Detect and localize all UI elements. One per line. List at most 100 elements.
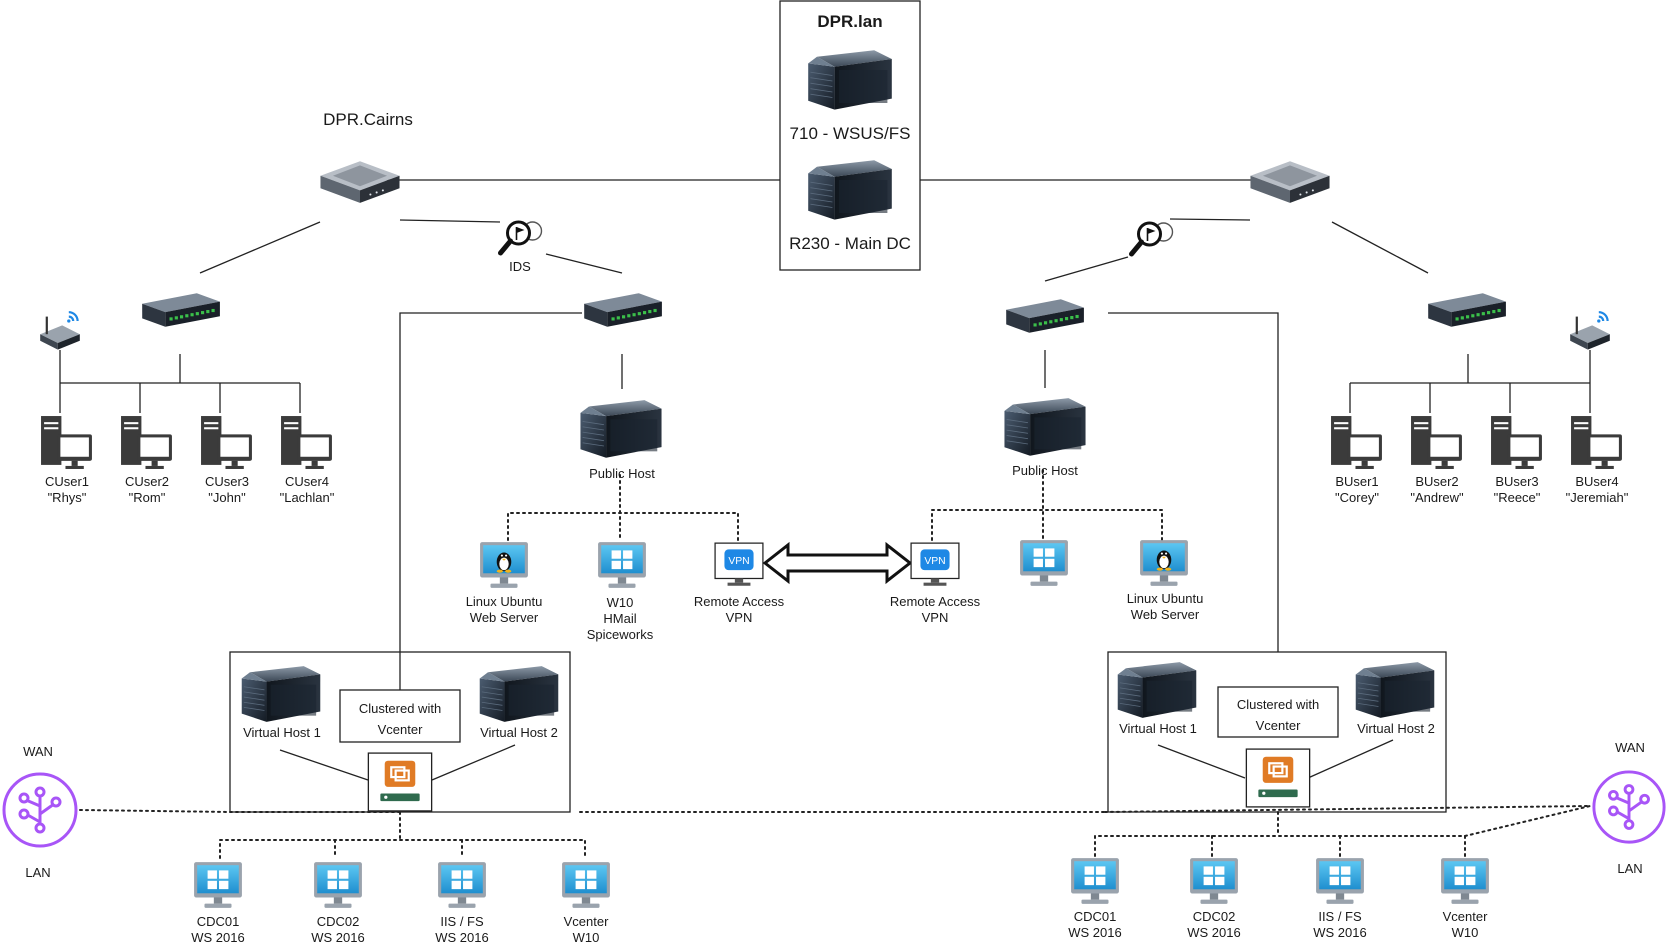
- wan-icon: [2, 772, 78, 848]
- windows-monitor-icon: [598, 542, 646, 588]
- user-alias: "Jeremiah": [1566, 490, 1629, 505]
- lan-label: LAN: [25, 865, 50, 880]
- vm-label: Web Server: [1131, 607, 1200, 622]
- server-r230-icon: [807, 159, 893, 221]
- windows-monitor-icon: [1441, 858, 1489, 904]
- user-name: BUser3: [1495, 474, 1538, 489]
- vm-label: VPN: [726, 610, 753, 625]
- user-name: CUser1: [45, 474, 89, 489]
- central-domain-title: DPR.lan: [817, 12, 882, 31]
- public-host-label: Public Host: [1012, 463, 1078, 478]
- user-name: BUser2: [1415, 474, 1458, 489]
- vm-label: WS 2016: [311, 930, 364, 945]
- windows-monitor-icon: [1316, 858, 1364, 904]
- virtual-host-icon: [241, 665, 321, 723]
- windows-monitor-icon: [562, 862, 610, 908]
- virtual-host-icon: [479, 665, 559, 723]
- workstation-icon: [281, 416, 332, 469]
- linux-monitor-icon: [480, 542, 528, 588]
- user-name: CUser4: [285, 474, 329, 489]
- vm-label: CDC01: [1074, 909, 1117, 924]
- vm-label: CDC02: [1193, 909, 1236, 924]
- vpn-tunnel-arrow: [762, 541, 913, 585]
- user-alias: "Corey": [1335, 490, 1379, 505]
- lan-vms: CDC01 WS 2016 CDC02 WS 2016 IIS / FS WS …: [1068, 858, 1489, 940]
- workstation-icon: [201, 416, 252, 469]
- switch-icon: [142, 293, 220, 327]
- vm-label: CDC02: [317, 914, 360, 929]
- cluster-label: Clustered with: [1237, 697, 1319, 712]
- windows-monitor-icon: [1071, 858, 1119, 904]
- workstation-icon: [121, 416, 172, 469]
- user-alias: "Reece": [1494, 490, 1541, 505]
- vm-label: Vcenter: [564, 914, 609, 929]
- server-r230-label: R230 - Main DC: [789, 234, 911, 253]
- user-name: BUser4: [1575, 474, 1618, 489]
- vm-label: W10: [607, 595, 634, 610]
- vm-label: IIS / FS: [440, 914, 484, 929]
- virtual-host-label: Virtual Host 2: [1357, 721, 1435, 736]
- vm-label: Linux Ubuntu: [466, 594, 543, 609]
- vm-label: WS 2016: [191, 930, 244, 945]
- windows-monitor-icon: [314, 862, 362, 908]
- windows-monitor-icon: [438, 862, 486, 908]
- ids-label: IDS: [509, 259, 531, 274]
- user-name: BUser1: [1335, 474, 1378, 489]
- workstation-icon: [1331, 416, 1382, 469]
- vm-label: WS 2016: [1313, 925, 1366, 940]
- left-cluster: Virtual Host 1 Virtual Host 2 Clustered …: [229, 651, 571, 813]
- user-alias: "Andrew": [1410, 490, 1464, 505]
- virtual-host-label: Virtual Host 1: [1119, 721, 1197, 736]
- router-icon: [320, 161, 400, 203]
- ids-icon: [1132, 223, 1173, 254]
- right-cluster: Virtual Host 1 Virtual Host 2 Clustered …: [1107, 651, 1447, 813]
- user-alias: "Rhys": [48, 490, 87, 505]
- router-icon: [1250, 161, 1330, 203]
- vm-label: Remote Access: [694, 594, 785, 609]
- left-site: DPR.Cairns IDS Public Host CUser1 "Rhys"…: [2, 110, 785, 945]
- wan-icon: [1592, 770, 1666, 844]
- cluster-label: Clustered with: [359, 701, 441, 716]
- wireless-ap-icon: [1569, 311, 1611, 351]
- vm-label: HMail: [603, 611, 636, 626]
- vm-label: Web Server: [470, 610, 539, 625]
- connection-lines: [59, 179, 1591, 781]
- left-domain-title: DPR.Cairns: [323, 110, 413, 129]
- ids-icon: [501, 222, 542, 253]
- user-name: CUser2: [125, 474, 169, 489]
- right-site: Public Host BUser1 "Corey" BUser2 "Andre…: [890, 161, 1666, 940]
- server-710-label: 710 - WSUS/FS: [790, 124, 911, 143]
- user-alias: "Rom": [129, 490, 166, 505]
- user-workstations: BUser1 "Corey" BUser2 "Andrew" BUser3 "R…: [1331, 416, 1629, 505]
- user-workstations: CUser1 "Rhys" CUser2 "Rom" CUser3 "John"…: [41, 416, 335, 505]
- switch-icon: [584, 293, 662, 327]
- user-alias: "Lachlan": [280, 490, 335, 505]
- vpn-icon: [910, 542, 960, 587]
- workstation-icon: [1571, 416, 1622, 469]
- user-name: CUser3: [205, 474, 249, 489]
- switch-icon: [1428, 293, 1506, 327]
- windows-monitor-icon: [1020, 540, 1068, 586]
- dotted-links: [79, 469, 1591, 859]
- linux-monitor-icon: [1140, 540, 1188, 586]
- vm-label: Vcenter: [1443, 909, 1488, 924]
- switch-icon: [1006, 299, 1084, 333]
- vm-label: VPN: [922, 610, 949, 625]
- public-host-icon: [1003, 397, 1087, 457]
- vm-label: WS 2016: [1187, 925, 1240, 940]
- vm-label: CDC01: [197, 914, 240, 929]
- wireless-ap-icon: [39, 311, 81, 351]
- vm-label: Linux Ubuntu: [1127, 591, 1204, 606]
- wan-label: WAN: [1615, 740, 1645, 755]
- public-host-icon: [579, 399, 663, 459]
- vm-label: WS 2016: [435, 930, 488, 945]
- vpn-icon: [714, 542, 764, 587]
- windows-monitor-icon: [194, 862, 242, 908]
- vm-label: IIS / FS: [1318, 909, 1362, 924]
- vm-label: W10: [573, 930, 600, 945]
- workstation-icon: [1411, 416, 1462, 469]
- lan-vms: CDC01 WS 2016 CDC02 WS 2016 IIS / FS WS …: [191, 862, 610, 945]
- public-vms: Linux Ubuntu Web Server W10 HMail Spicew…: [466, 542, 785, 642]
- cluster-label: Vcenter: [1256, 718, 1301, 733]
- virtual-host-label: Virtual Host 2: [480, 725, 558, 740]
